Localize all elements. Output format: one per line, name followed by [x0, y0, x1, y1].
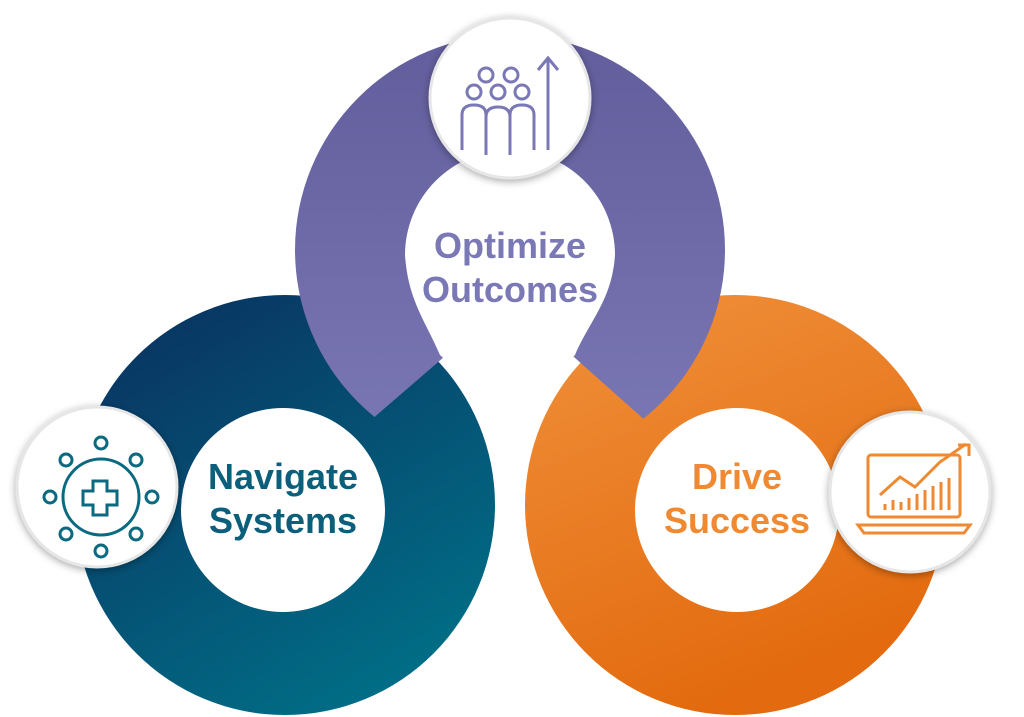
label-line-2: Outcomes — [421, 269, 599, 310]
laptop-chart-icon — [828, 410, 992, 574]
optimize-outcomes-label: Optimize Outcomes — [390, 224, 630, 312]
label-line-1: Optimize — [433, 225, 586, 266]
medical-network-icon — [15, 405, 179, 569]
navigate-center — [181, 408, 385, 612]
drive-center — [635, 408, 839, 612]
navigate-systems-label: Navigate Systems — [163, 455, 403, 543]
label-line-2: Success — [663, 500, 811, 541]
drive-success-label: Drive Success — [617, 455, 857, 543]
optimize-center — [405, 150, 615, 420]
team-growth-icon — [428, 16, 592, 180]
label-line-2: Systems — [208, 500, 358, 541]
label-line-1: Drive — [691, 456, 783, 497]
label-line-1: Navigate — [207, 456, 359, 497]
